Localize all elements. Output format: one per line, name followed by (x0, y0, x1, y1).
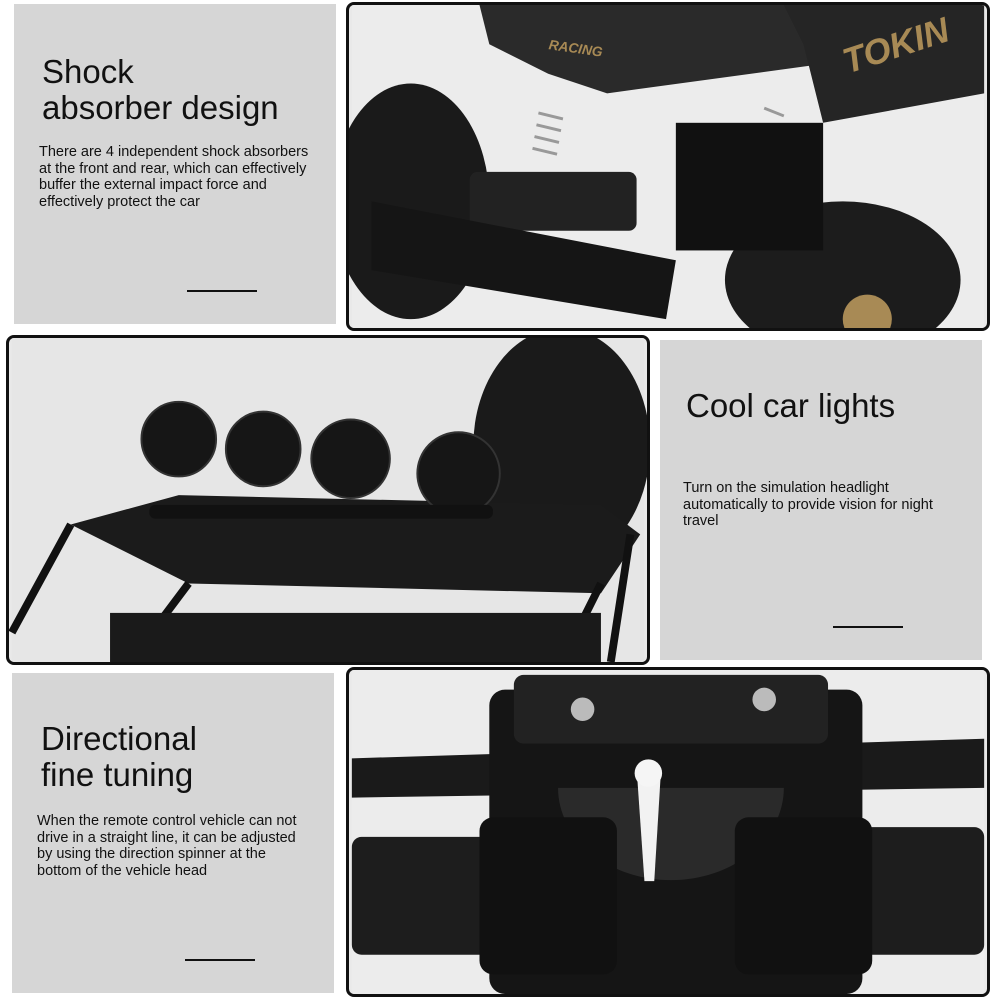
shock-absorber-photo: RACING TOKIN (346, 2, 990, 331)
direction-spinner-photo (346, 667, 990, 997)
spinner-image (351, 670, 985, 994)
car-lights-photo (6, 335, 650, 665)
title-line-1: Shock (42, 53, 134, 90)
divider (185, 959, 255, 961)
title-line-1: Directional (41, 720, 197, 757)
title-line-2: absorber design (42, 89, 279, 126)
lights-title: Cool car lights (686, 387, 896, 424)
directional-description: When the remote control vehicle can not … (37, 813, 297, 879)
car-front-image: RACING TOKIN (349, 5, 985, 328)
shock-description: There are 4 independent shock absorbers … (39, 144, 309, 210)
divider (187, 290, 257, 292)
car-lights-text-panel: Cool car lights Turn on the simulation h… (660, 340, 982, 660)
light-bar-image (9, 338, 647, 662)
title-line-2: fine tuning (41, 756, 194, 793)
divider (833, 626, 903, 628)
racing-logo: RACING (548, 37, 604, 59)
lights-description: Turn on the simulation headlight automat… (683, 480, 933, 529)
